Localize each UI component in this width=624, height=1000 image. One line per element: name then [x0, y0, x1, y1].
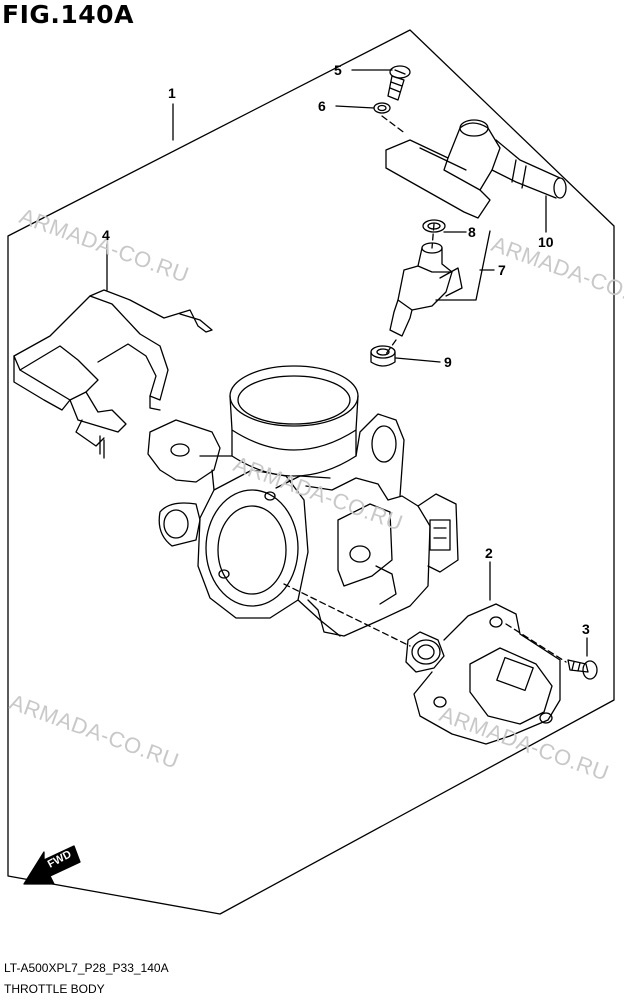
- leader-9: [395, 357, 441, 363]
- assembly-boundary: [7, 29, 615, 915]
- washer-part-6: [373, 102, 391, 114]
- callout-3: 3: [582, 621, 590, 637]
- seal-part-9: [370, 345, 396, 367]
- figure-title: FIG.140A: [2, 0, 134, 29]
- injector-part-7: [389, 242, 463, 337]
- watermark-2: ARMADA-CO.RU: [488, 231, 624, 315]
- iac-valve-part-2: [405, 603, 561, 745]
- fuel-pipe-part-10: [385, 119, 567, 219]
- callout-10: 10: [538, 234, 554, 250]
- callout-5: 5: [334, 62, 342, 78]
- watermark-4: ARMADA-CO.RU: [6, 689, 182, 773]
- bracket-part-4: [13, 289, 213, 459]
- screw-part-3: [567, 659, 598, 680]
- callout-1: 1: [168, 85, 176, 101]
- callout-4: 4: [102, 227, 110, 243]
- throttle-body-part-1: [147, 365, 459, 637]
- callout-7: 7: [498, 262, 506, 278]
- diagram-name: THROTTLE BODY: [4, 982, 105, 996]
- leader-6: [335, 105, 375, 109]
- o-ring-part-8: [422, 219, 446, 233]
- screw-part-5: [387, 65, 411, 101]
- callout-6: 6: [318, 98, 326, 114]
- callout-2: 2: [485, 545, 493, 561]
- callout-8: 8: [468, 224, 476, 240]
- leader-7: [435, 230, 491, 301]
- watermark-1: ARMADA-CO.RU: [16, 203, 192, 287]
- forward-arrow-icon: [23, 845, 81, 885]
- callout-9: 9: [444, 354, 452, 370]
- watermark-3: ARMADA-CO.RU: [230, 451, 406, 535]
- watermark-5: ARMADA-CO.RU: [436, 701, 612, 785]
- diagram-code: LT-A500XPL7_P28_P33_140A: [4, 961, 169, 975]
